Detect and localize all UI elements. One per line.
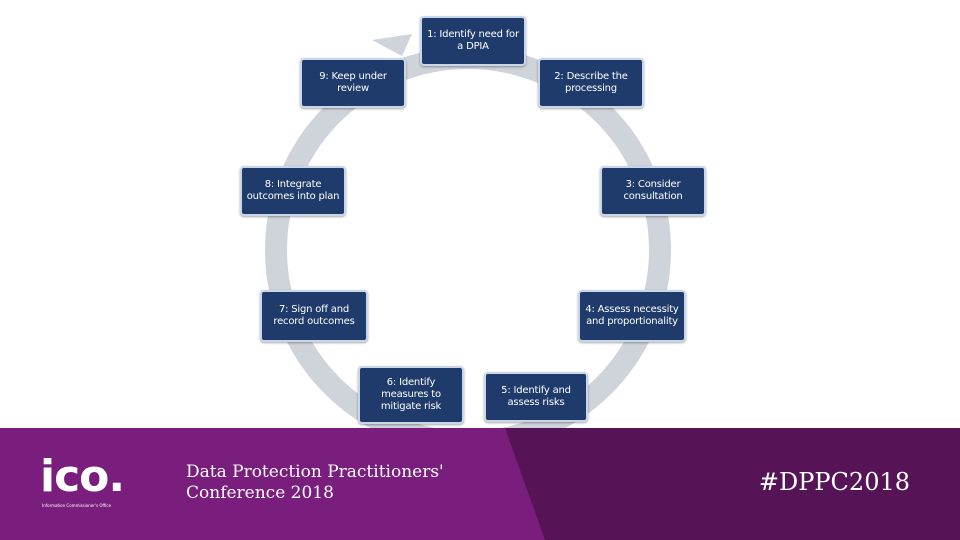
step-1-identify-need: 1: Identify need for a DPIA xyxy=(420,16,526,66)
step-3-label: 3: Consider consultation xyxy=(623,179,683,202)
step-9-keep-under-review: 9: Keep under review xyxy=(300,58,406,108)
cycle-arrowhead-icon xyxy=(372,34,412,56)
step-6-identify-measures: 6: Identify measures to mitigate risk xyxy=(358,366,464,424)
conference-title: Data Protection Practitioners' Conferenc… xyxy=(186,462,444,503)
footer-band xyxy=(0,428,960,540)
step-5-identify-risks: 5: Identify and assess risks xyxy=(484,372,588,422)
step-8-integrate-outcomes: 8: Integrate outcomes into plan xyxy=(240,166,346,216)
step-9-label: 9: Keep under review xyxy=(319,71,387,94)
ico-logo-subtitle: Information Commissioner's Office xyxy=(42,503,112,508)
step-6-label: 6: Identify measures to mitigate risk xyxy=(380,377,442,412)
ico-logo: ico. xyxy=(40,451,125,502)
step-2-label: 2: Describe the processing xyxy=(554,71,628,94)
step-5-label: 5: Identify and assess risks xyxy=(501,385,571,408)
step-2-describe-processing: 2: Describe the processing xyxy=(538,58,644,108)
step-4-assess-necessity: 4: Assess necessity and proportionality xyxy=(578,290,686,342)
step-4-label: 4: Assess necessity and proportionality xyxy=(585,304,679,327)
step-3-consider-consultation: 3: Consider consultation xyxy=(600,166,706,216)
step-7-label: 7: Sign off and record outcomes xyxy=(273,304,355,327)
footer-background xyxy=(0,428,960,540)
step-1-label: 1: Identify need for a DPIA xyxy=(427,29,519,52)
step-8-label: 8: Integrate outcomes into plan xyxy=(246,179,340,202)
step-7-sign-off: 7: Sign off and record outcomes xyxy=(260,290,368,342)
conference-hashtag: #DPPC2018 xyxy=(758,468,910,496)
